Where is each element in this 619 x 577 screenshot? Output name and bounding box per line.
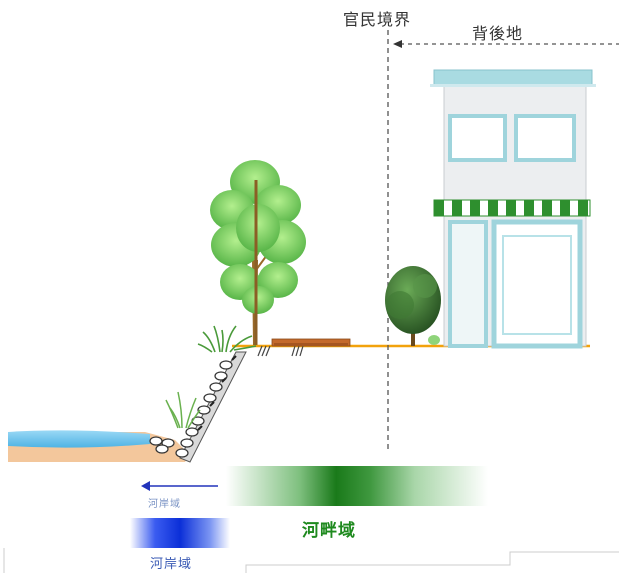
bench [271,338,351,347]
river-water [8,430,150,448]
riverbank-zone-band [130,518,230,548]
boundary-label: 官民境界 [343,10,412,29]
hinterland-arrow [393,40,619,48]
riverside-zone-band [226,466,488,506]
grass-tuft-upper [197,325,257,353]
stone-embankment [149,351,247,463]
riverbank-arrow [141,481,218,491]
grass-marks [257,345,304,357]
tree-tall [210,160,306,345]
riverbank-zone-label: 河岸域 [150,557,193,572]
building [430,69,596,349]
grass-tuft-lower [165,391,201,429]
riverside-zone-label: 河畔域 [302,521,356,541]
bottom-frame [3,548,619,573]
bush-tree [385,266,441,346]
hinterland-label: 背後地 [472,24,524,43]
riverbank-zone-label-upper: 河岸域 [148,499,181,510]
